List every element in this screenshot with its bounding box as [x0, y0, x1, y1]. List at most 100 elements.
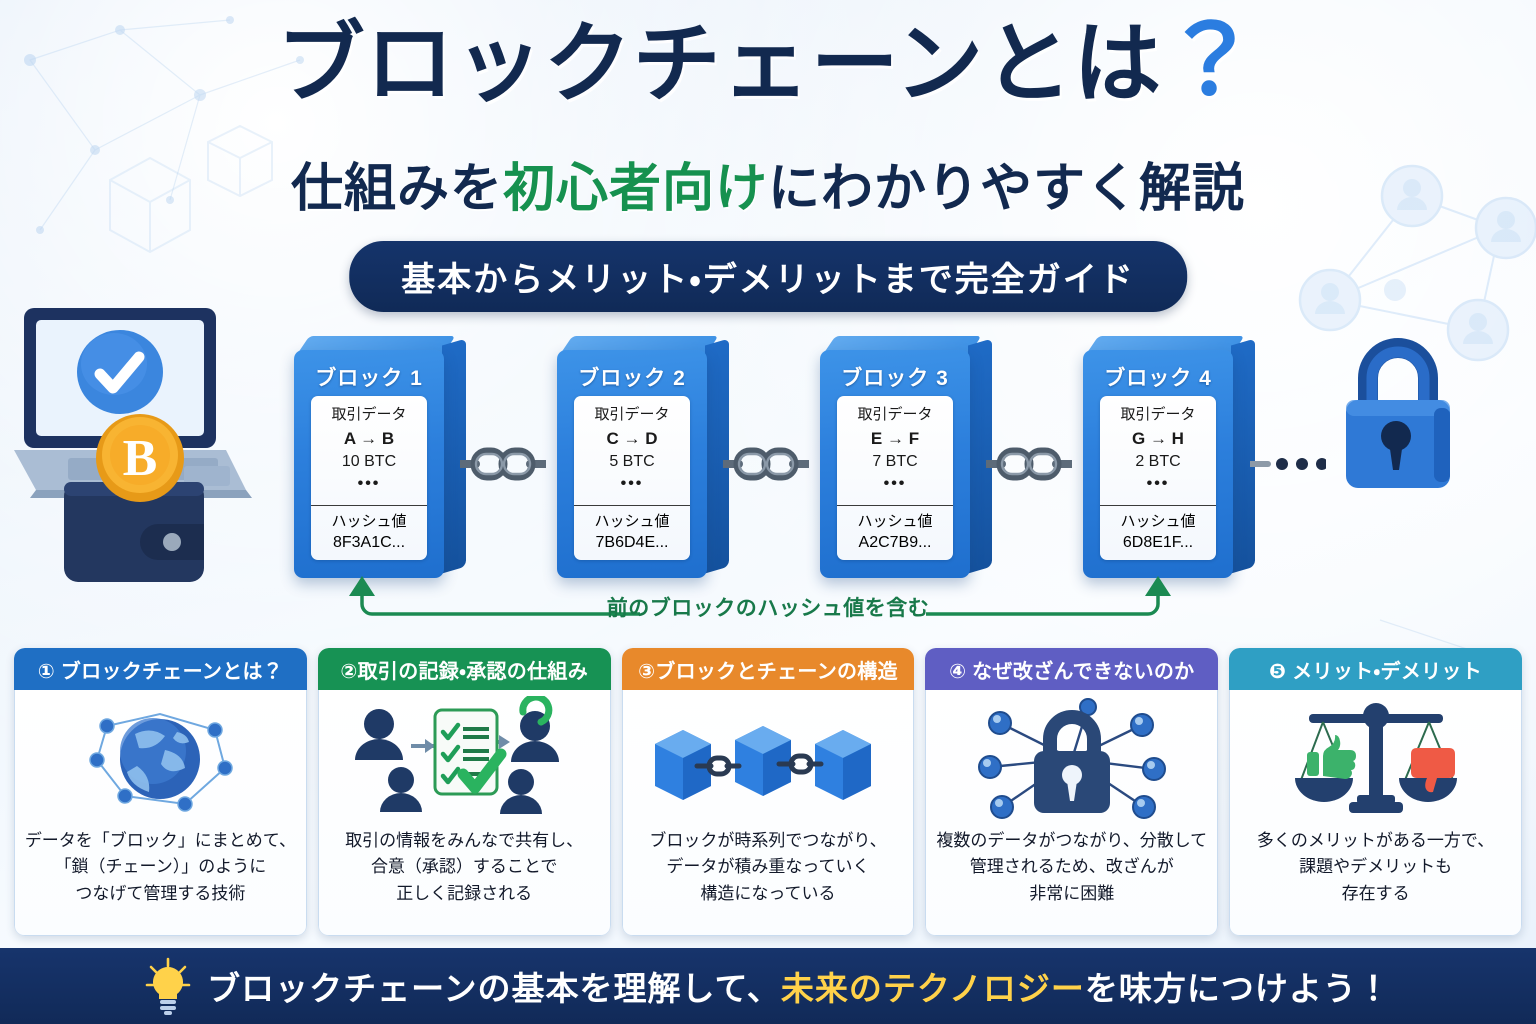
card-text-line: 管理されるため、改ざんが: [969, 857, 1174, 877]
block-hash-section: ハッシュ値 6D8E1F...: [1100, 506, 1216, 560]
card-text-line: 正しく記録される: [396, 883, 533, 903]
footer-text-suffix: を味方につけよう！: [1084, 970, 1391, 1007]
card-text-line: 合意（承認）することで: [370, 857, 558, 877]
card-body-3: ブロックが時系列でつながり、 データが積み重なっていく 構造になっている: [621, 690, 915, 936]
block-transaction-section: 取引データ E → F 7 BTC •••: [837, 396, 953, 507]
tx-amount: 10 BTC: [341, 453, 397, 471]
card-illustration-3: [643, 690, 893, 828]
page-title-text: ブロックチェーンとは: [276, 14, 1163, 113]
card-text-line: データを「ブロック」にまとめて、: [24, 831, 296, 850]
tx-label: 取引データ: [1120, 406, 1196, 423]
card-illustration-1: [65, 690, 255, 828]
lightbulb-icon: [145, 957, 191, 1015]
topic-card-1[interactable]: ① ブロックチェーンとは？: [14, 648, 307, 936]
block-transaction-section: 取引データ G → H 2 BTC •••: [1100, 396, 1216, 507]
block-panel: 取引データ A → B 10 BTC ••• ハッシュ値 8F3A1C...: [311, 396, 427, 560]
tx-more-indicator: •••: [1146, 474, 1170, 492]
subtitle-highlight: 初心者向け: [502, 160, 768, 218]
chain-continuation-dots: [1250, 458, 1326, 470]
block-title: ブロック 2: [578, 367, 686, 390]
question-mark-icon: ？: [1162, 8, 1260, 115]
card-header-5: ❺ メリット・デメリット: [1229, 648, 1522, 690]
tx-more-indicator: •••: [620, 474, 644, 492]
balance-scale-icon: [1294, 703, 1457, 813]
card-text-5: 多くのメリットがある一方で、 課題やデメリットも 存在する: [1249, 828, 1502, 917]
card-text-4: 複数のデータがつながり、分散して 管理されるため、改ざんが 非常に困難: [928, 828, 1215, 917]
card-text-1: データを「ブロック」にまとめて、 「鎖（チェーン）」のように つなげて管理する技…: [17, 828, 304, 917]
tx-more-indicator: •••: [357, 474, 381, 492]
tx-more-indicator: •••: [883, 474, 907, 492]
card-header-2: ②取引の記録・承認の仕組み: [317, 648, 611, 690]
block-card-2: ブロック 2 取引データ C → D 5 BTC ••• ハッシュ値 7B6D4…: [557, 336, 729, 578]
card-text-line: つなげて管理する技術: [75, 883, 246, 903]
tx-amount: 7 BTC: [872, 453, 918, 471]
card-text-line: 非常に困難: [1029, 883, 1115, 903]
block-panel: 取引データ E → F 7 BTC ••• ハッシュ値 A2C7B9...: [837, 396, 953, 560]
hash-feedback-label: 前のブロックのハッシュ値を含む: [606, 597, 930, 620]
topic-card-3[interactable]: ③ブロックとチェーンの構造: [621, 648, 915, 936]
tx-amount: 5 BTC: [609, 453, 655, 471]
block-card-1: ブロック 1 取引データ A → B 10 BTC ••• ハッシュ値 8F3A…: [294, 336, 466, 578]
card-body-2: 取引の情報をみんなで共有し、 合意（承認）することで 正しく記録される: [317, 690, 611, 936]
blockchain-diagram: ブロック 1 取引データ A → B 10 BTC ••• ハッシュ値 8F3A…: [0, 318, 1536, 608]
chain-link-icon: [986, 447, 1072, 481]
card-body-5: 多くのメリットがある一方で、 課題やデメリットも 存在する: [1229, 690, 1522, 936]
card-body-1: データを「ブロック」にまとめて、 「鎖（チェーン）」のように つなげて管理する技…: [14, 690, 307, 936]
hash-value: 7B6D4E...: [595, 534, 669, 552]
linked-cubes-icon: [654, 726, 871, 800]
topic-card-2[interactable]: ②取引の記録・承認の仕組み: [317, 648, 611, 936]
network-lock-icon: [977, 698, 1166, 819]
tx-flow: G → H: [1132, 428, 1184, 448]
card-illustration-2: [339, 690, 589, 828]
tx-flow: A → B: [343, 428, 395, 448]
laptop-wallet-bitcoin-illustration: B: [14, 308, 252, 582]
card-text-line: 課題やデメリットも: [1299, 857, 1453, 877]
card-text-line: 多くのメリットがある一方で、: [1256, 831, 1495, 850]
hash-label: ハッシュ値: [1120, 513, 1196, 531]
footer-text-highlight: 未来のテクノロジー: [780, 970, 1085, 1007]
page-title: ブロックチェーンとは？: [0, 14, 1536, 110]
subtitle-suffix: にわかりやすく解説: [768, 160, 1246, 218]
block-transaction-section: 取引データ C → D 5 BTC •••: [574, 396, 690, 507]
tx-label: 取引データ: [594, 406, 670, 423]
footer-banner: ブロックチェーンの基本を理解して、未来のテクノロジーを味方につけよう！: [0, 948, 1536, 1024]
card-header-3: ③ブロックとチェーンの構造: [621, 648, 915, 690]
card-text-line: ブロックが時系列でつながり、: [649, 831, 887, 850]
hash-feedback-arrow: [349, 576, 1171, 616]
card-text-line: 構造になっている: [700, 883, 836, 903]
guide-badge: 基本からメリット・デメリットまで完全ガイド: [349, 241, 1187, 312]
consensus-checklist-icon: [355, 696, 560, 814]
svg-text:B: B: [123, 430, 158, 487]
block-hash-section: ハッシュ値 7B6D4E...: [574, 506, 690, 560]
tx-amount: 2 BTC: [1135, 453, 1181, 471]
block-hash-section: ハッシュ値 8F3A1C...: [311, 506, 427, 560]
block-card-3: ブロック 3 取引データ E → F 7 BTC ••• ハッシュ値 A2C7B…: [820, 336, 992, 578]
topic-card-5[interactable]: ❺ メリット・デメリット: [1229, 648, 1522, 936]
padlock-icon: [1346, 338, 1450, 488]
card-text-line: 複数のデータがつながり、分散して: [936, 831, 1208, 850]
topic-cards: ① ブロックチェーンとは？: [14, 648, 1522, 936]
block-panel: 取引データ G → H 2 BTC ••• ハッシュ値 6D8E1F...: [1100, 396, 1216, 560]
block-title: ブロック 4: [1104, 367, 1212, 390]
hash-label: ハッシュ値: [331, 513, 407, 531]
topic-card-4[interactable]: ④ なぜ改ざんできないのか: [925, 648, 1219, 936]
block-title: ブロック 1: [315, 367, 423, 390]
card-illustration-5: [1271, 690, 1481, 828]
tx-label: 取引データ: [331, 406, 407, 423]
chain-link-icon: [460, 447, 546, 481]
hash-label: ハッシュ値: [594, 513, 670, 531]
card-text-line: データが積み重なっていく: [666, 857, 870, 877]
footer-text-prefix: ブロックチェーンの基本を理解して、: [207, 970, 781, 1007]
subtitle-prefix: 仕組みを: [290, 160, 503, 218]
block-hash-section: ハッシュ値 A2C7B9...: [837, 506, 953, 560]
card-text-3: ブロックが時系列でつながり、 データが積み重なっていく 構造になっている: [641, 828, 894, 917]
block-transaction-section: 取引データ A → B 10 BTC •••: [311, 396, 427, 507]
card-header-4: ④ なぜ改ざんできないのか: [925, 648, 1219, 690]
block-panel: 取引データ C → D 5 BTC ••• ハッシュ値 7B6D4E...: [574, 396, 690, 560]
card-header-1: ① ブロックチェーンとは？: [14, 648, 307, 690]
footer-text: ブロックチェーンの基本を理解して、未来のテクノロジーを味方につけよう！: [207, 962, 1391, 1010]
tx-flow: C → D: [606, 428, 658, 448]
card-body-4: 複数のデータがつながり、分散して 管理されるため、改ざんが 非常に困難: [925, 690, 1219, 936]
